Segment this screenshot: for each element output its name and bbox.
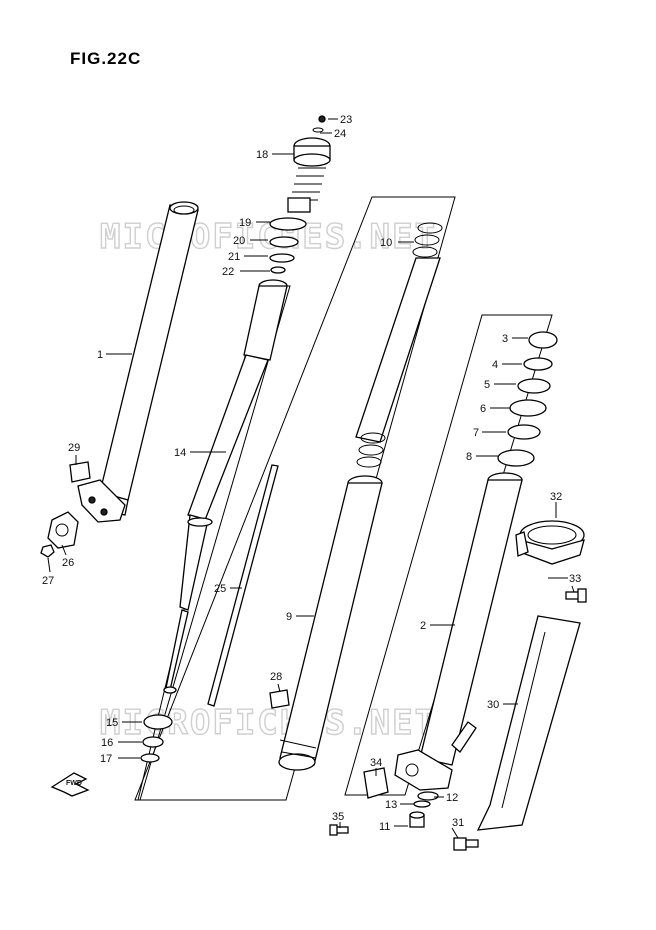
callout-28: 28 [270,671,282,683]
ring-17 [140,753,160,763]
seal-6 [509,399,547,417]
guide-34 [363,767,389,799]
label-sticker-left [69,461,91,483]
drain-bolt-11 [409,811,425,828]
damper-cylinder [163,279,288,694]
ring-22 [270,266,286,274]
callout-29: 29 [68,442,80,454]
callout-9: 9 [286,611,292,623]
callout-8: 8 [466,451,472,463]
fork-spring [355,222,443,468]
gasket-13 [413,800,431,808]
callout-24: 24 [334,128,346,140]
forward-arrow-icon: FWD [50,772,90,797]
callout-17: 17 [100,753,112,765]
bolt-33 [565,588,587,603]
bolt-35 [329,824,349,836]
callout-27: 27 [42,575,54,587]
watermark-top: MICROFICHES.NET [100,217,437,257]
ring-5 [517,378,551,394]
o-ring-19 [269,217,307,231]
callout-25: 25 [214,583,226,595]
callout-14: 14 [174,447,186,459]
callout-7: 7 [473,427,479,439]
callout-21: 21 [228,251,240,263]
cap-bolt-assembly [287,115,331,213]
fwd-label: FWD [66,780,82,787]
bushing-15 [143,714,173,730]
group-frame-right [344,314,553,796]
callout-33: 33 [569,573,581,585]
washer-12 [417,791,439,801]
bolt-31 [453,837,479,851]
callout-23: 23 [340,114,352,126]
callout-16: 16 [101,737,113,749]
callout-2: 2 [420,620,426,632]
oil-seal-3 [528,331,558,349]
callout-6: 6 [480,403,486,415]
callout-4: 4 [492,359,498,371]
callout-13: 13 [385,799,397,811]
nut [40,544,55,558]
callout-22: 22 [222,266,234,278]
callout-18: 18 [256,149,268,161]
outer-tube-left [77,201,199,523]
circlip-7 [507,424,541,440]
dust-seal-8 [497,449,535,467]
callout-12: 12 [446,792,458,804]
callout-34: 34 [370,757,382,769]
callout-26: 26 [62,557,74,569]
washer-20 [269,236,299,248]
figure-title: FIG.22C [70,49,141,68]
callout-35: 35 [332,811,344,823]
callout-15: 15 [106,717,118,729]
callout-labels: 1 2 3 4 5 6 7 8 9 10 11 12 13 14 15 16 1… [42,114,581,833]
callout-20: 20 [233,235,245,247]
callout-30: 30 [487,699,499,711]
callout-5: 5 [484,379,490,391]
callout-10: 10 [380,237,392,249]
outer-tube-right [394,472,523,791]
washer-16 [142,736,164,748]
ring-4 [523,357,553,371]
label-sticker-center [269,689,290,709]
fork-clamp [515,520,585,565]
axle-holder [47,511,79,549]
callout-11: 11 [379,821,390,833]
callout-1: 1 [97,349,103,361]
callout-19: 19 [239,217,251,229]
leader-lines [47,118,575,839]
callout-32: 32 [550,491,562,503]
fork-guard [476,615,581,831]
slide-rod [207,464,279,707]
callout-31: 31 [452,817,464,829]
inner-tube [278,475,383,771]
callout-3: 3 [502,333,508,345]
group-frame-center [134,196,456,801]
ring-21 [269,253,295,263]
